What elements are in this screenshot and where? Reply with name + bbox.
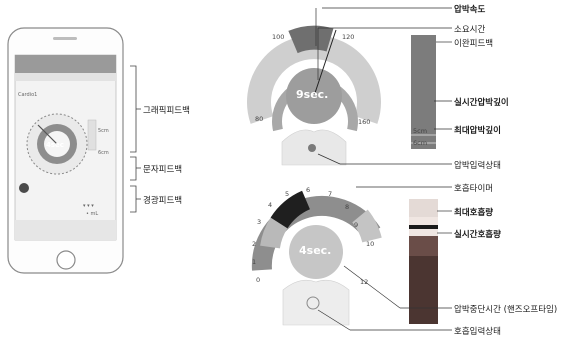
label-relaxation-feedback: 이완피드백: [454, 39, 494, 49]
top-leaders: [315, 7, 452, 165]
top-tick-80: 80: [255, 115, 264, 123]
label-required-time: 소요시간: [454, 25, 486, 35]
top-depth-bar: [411, 35, 436, 149]
top-tick-120: 120: [342, 33, 355, 41]
label-realtime-breath: 실시간호흡량: [454, 230, 501, 240]
bottom-tick-7: 7: [328, 190, 333, 198]
alert-light-icon: [19, 183, 29, 193]
bottom-tick-10: 10: [366, 240, 375, 248]
bottom-tick-0: 0: [256, 276, 261, 284]
phone-brackets: [130, 65, 141, 213]
bottom-body-icon: [282, 279, 350, 326]
bottom-tick-9: 9: [354, 221, 359, 229]
label-graphic-feedback: 그래픽피드백: [143, 106, 190, 116]
phone-small-indicator: ▾ ▾ ▾: [83, 203, 94, 209]
bottom-breath-bar: [409, 199, 438, 324]
phone-gauge-value: 4sec: [46, 141, 64, 149]
bottom-gauge-value: 4sec.: [299, 244, 332, 257]
home-button-icon: [56, 250, 76, 270]
bottom-tick-6: 6: [306, 186, 311, 194]
bottom-gauge-center: [289, 225, 343, 279]
bottom-tick-1: 1: [252, 258, 257, 266]
phone-row-label: Cardio1: [18, 92, 38, 98]
label-compression-speed: 압박속도: [454, 5, 486, 15]
bottom-tick-5: 5: [285, 190, 290, 198]
bottom-tick-8: 8: [345, 203, 350, 211]
top-bar-6cm: 6cm: [413, 139, 428, 147]
bottom-breath-indicator-icon: [306, 296, 320, 310]
label-max-depth: 최대압박깊이: [454, 126, 501, 136]
label-breath-input-state: 호흡입력상태: [454, 327, 501, 337]
phone-side-a: 5cm: [98, 128, 109, 134]
label-realtime-depth: 실시간압박깊이: [454, 98, 509, 108]
top-tick-160: 160: [358, 118, 371, 126]
phone-side-b: 6cm: [98, 150, 109, 156]
label-alert-feedback: 경광피드백: [143, 196, 183, 206]
top-gauge: [247, 25, 381, 166]
label-hands-off-time: 압박중단시간 (핸즈오프타임): [454, 305, 558, 315]
label-compression-input-state: 압박입력상태: [454, 161, 501, 171]
phone-speaker: [53, 37, 77, 40]
label-max-breath: 최대호흡량: [454, 208, 494, 218]
phone-appbar: [15, 55, 116, 73]
phone-device: [7, 27, 124, 274]
top-press-indicator-icon: [308, 144, 316, 152]
bottom-leaders: [317, 186, 452, 331]
top-tick-100: 100: [272, 33, 285, 41]
bottom-tick-4: 4: [268, 201, 273, 209]
top-gauge-value: 9sec.: [296, 88, 329, 101]
phone-unit-ml: • mL: [86, 211, 99, 217]
label-breath-timer: 호흡타이머: [454, 184, 494, 194]
bottom-tick-3: 3: [257, 218, 262, 226]
bottom-tick-2: 2: [252, 240, 257, 248]
top-bar-5cm: 5cm: [413, 127, 428, 135]
label-text-feedback: 문자피드백: [143, 165, 183, 175]
bottom-tick-12: 12: [360, 278, 369, 286]
bottom-gauge: [251, 190, 382, 326]
